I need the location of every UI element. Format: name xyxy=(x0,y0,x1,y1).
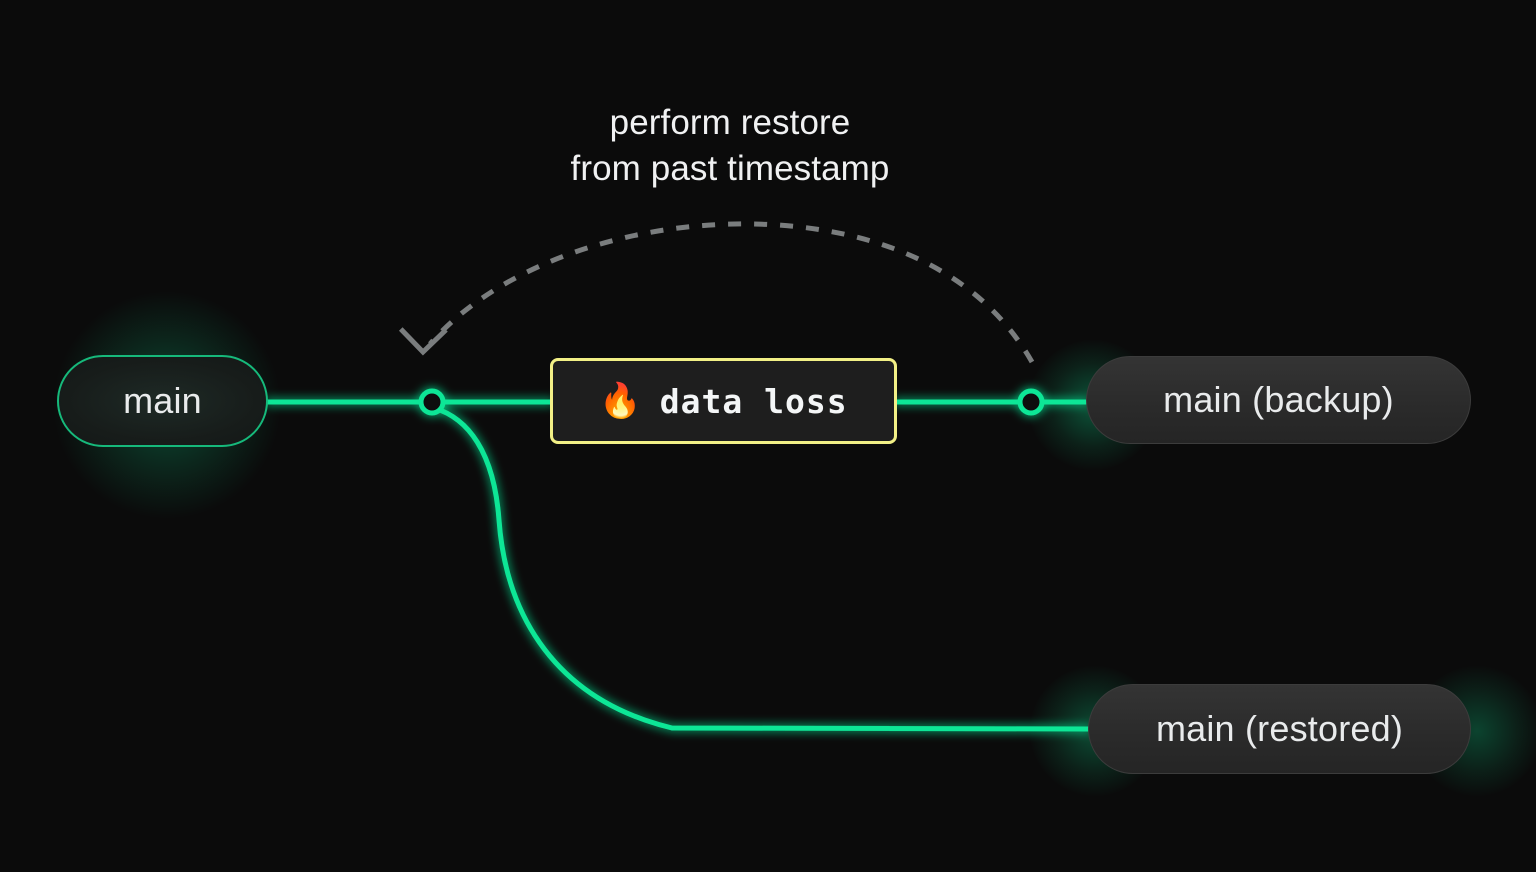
data-loss-label: data loss xyxy=(659,381,848,421)
restore-arrow-path xyxy=(428,221,1035,364)
node-main-backup-label: main (backup) xyxy=(1163,379,1394,420)
node-main-backup[interactable]: main (backup) xyxy=(1086,356,1471,444)
data-loss-box[interactable]: 🔥 data loss xyxy=(550,358,897,444)
node-main-label: main xyxy=(123,380,202,421)
node-main-restored-label: main (restored) xyxy=(1155,708,1404,749)
fire-emoji: 🔥 xyxy=(599,382,642,420)
node-main-restored[interactable]: main (restored) xyxy=(1088,684,1471,774)
node-main[interactable]: main xyxy=(57,355,268,447)
edge-branch-to-restored-node xyxy=(431,405,1091,732)
restore-caption: perform restore from past timestamp xyxy=(570,103,890,188)
commit-point-backup xyxy=(1017,388,1045,416)
commit-point-branch xyxy=(418,388,446,416)
restore-arrowhead-icon xyxy=(398,327,448,356)
